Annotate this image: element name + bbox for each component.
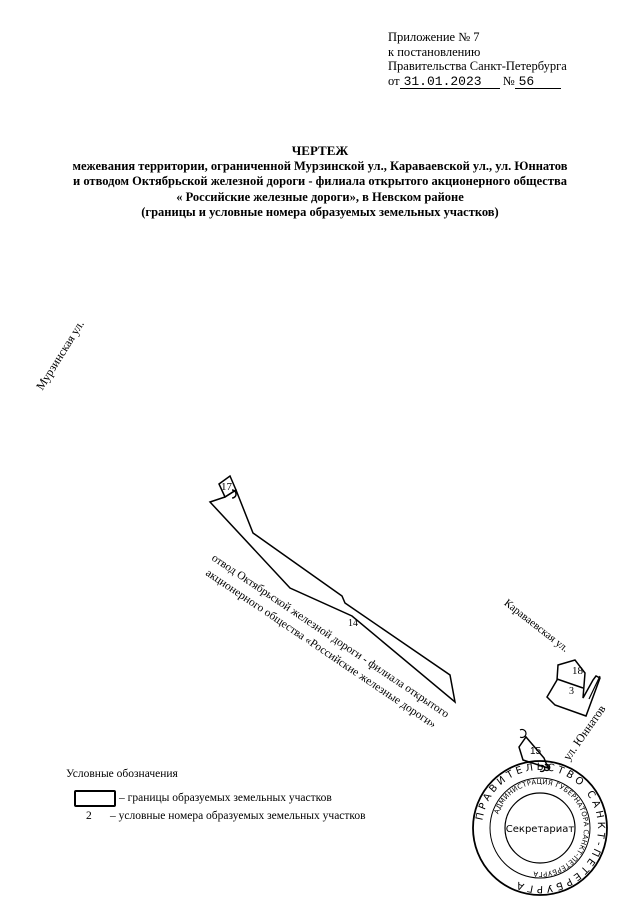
parcel-14-label: 14 (348, 618, 358, 629)
resolution-date: 31.01.2023 (399, 75, 500, 89)
appendix-number: Приложение № 7 (388, 30, 480, 44)
parcel-18-label: 18 (572, 665, 583, 677)
stamp-center-text: Секретариат (506, 824, 575, 835)
appendix-government: Правительства Санкт-Петербурга (388, 59, 567, 73)
parcel-18-divider (556, 678, 584, 689)
title-line-1-bold: межевания территории, (72, 158, 208, 173)
resolution-number: 56 (514, 75, 561, 89)
legend-number-row: 2 – условные номера образуемых земельных … (86, 810, 366, 822)
legend-number-sample: 2 (86, 810, 92, 822)
appendix-resolution: к постановлению (388, 44, 481, 59)
appendix-header: Приложение № 7 к постановлению Правитель… (388, 30, 567, 89)
title-line-2: и отводом Октябрьской железной дороги - … (73, 174, 567, 188)
legend-title: Условные обозначения (66, 768, 178, 780)
parcel-14-boundary (208, 488, 457, 704)
legend-boundary-row: – границы образуемых земельных участков (74, 790, 332, 807)
number-prefix: № (502, 73, 515, 88)
title-line-3: « Российские железные дороги», в Невском… (176, 189, 464, 204)
official-stamp-icon: ПРАВИТЕЛЬСТВО САНКТ-ПЕТЕРБУРГА АДМИНИСТР… (472, 760, 608, 896)
parcel-17-label: 17 (221, 481, 232, 493)
parcel-17-circle (231, 489, 237, 499)
boundary-symbol-icon (74, 790, 116, 807)
date-prefix: от (388, 73, 400, 88)
title-line-1-rest: ограниченной Мурзинской ул., Караваевско… (207, 158, 568, 173)
legend-boundary-desc: – границы образуемых земельных участков (119, 792, 332, 805)
arrow-line (588, 675, 601, 700)
parcel-15-label: 15 (530, 746, 542, 757)
document-title: ЧЕРТЕЖ межевания территории, ограниченно… (30, 143, 610, 221)
parcel-18-3-boundary (546, 659, 601, 717)
title-heading: ЧЕРТЕЖ (291, 143, 349, 158)
parcel-3-label: 3 (569, 686, 574, 697)
title-line-4: (границы и условные номера образуемых зе… (141, 205, 499, 219)
parcel-15-boundary (518, 735, 550, 770)
title-line-1: межевания территории, ограниченной Мурзи… (30, 159, 610, 175)
legend-number-desc: – условные номера образуемых земельных у… (110, 810, 366, 822)
